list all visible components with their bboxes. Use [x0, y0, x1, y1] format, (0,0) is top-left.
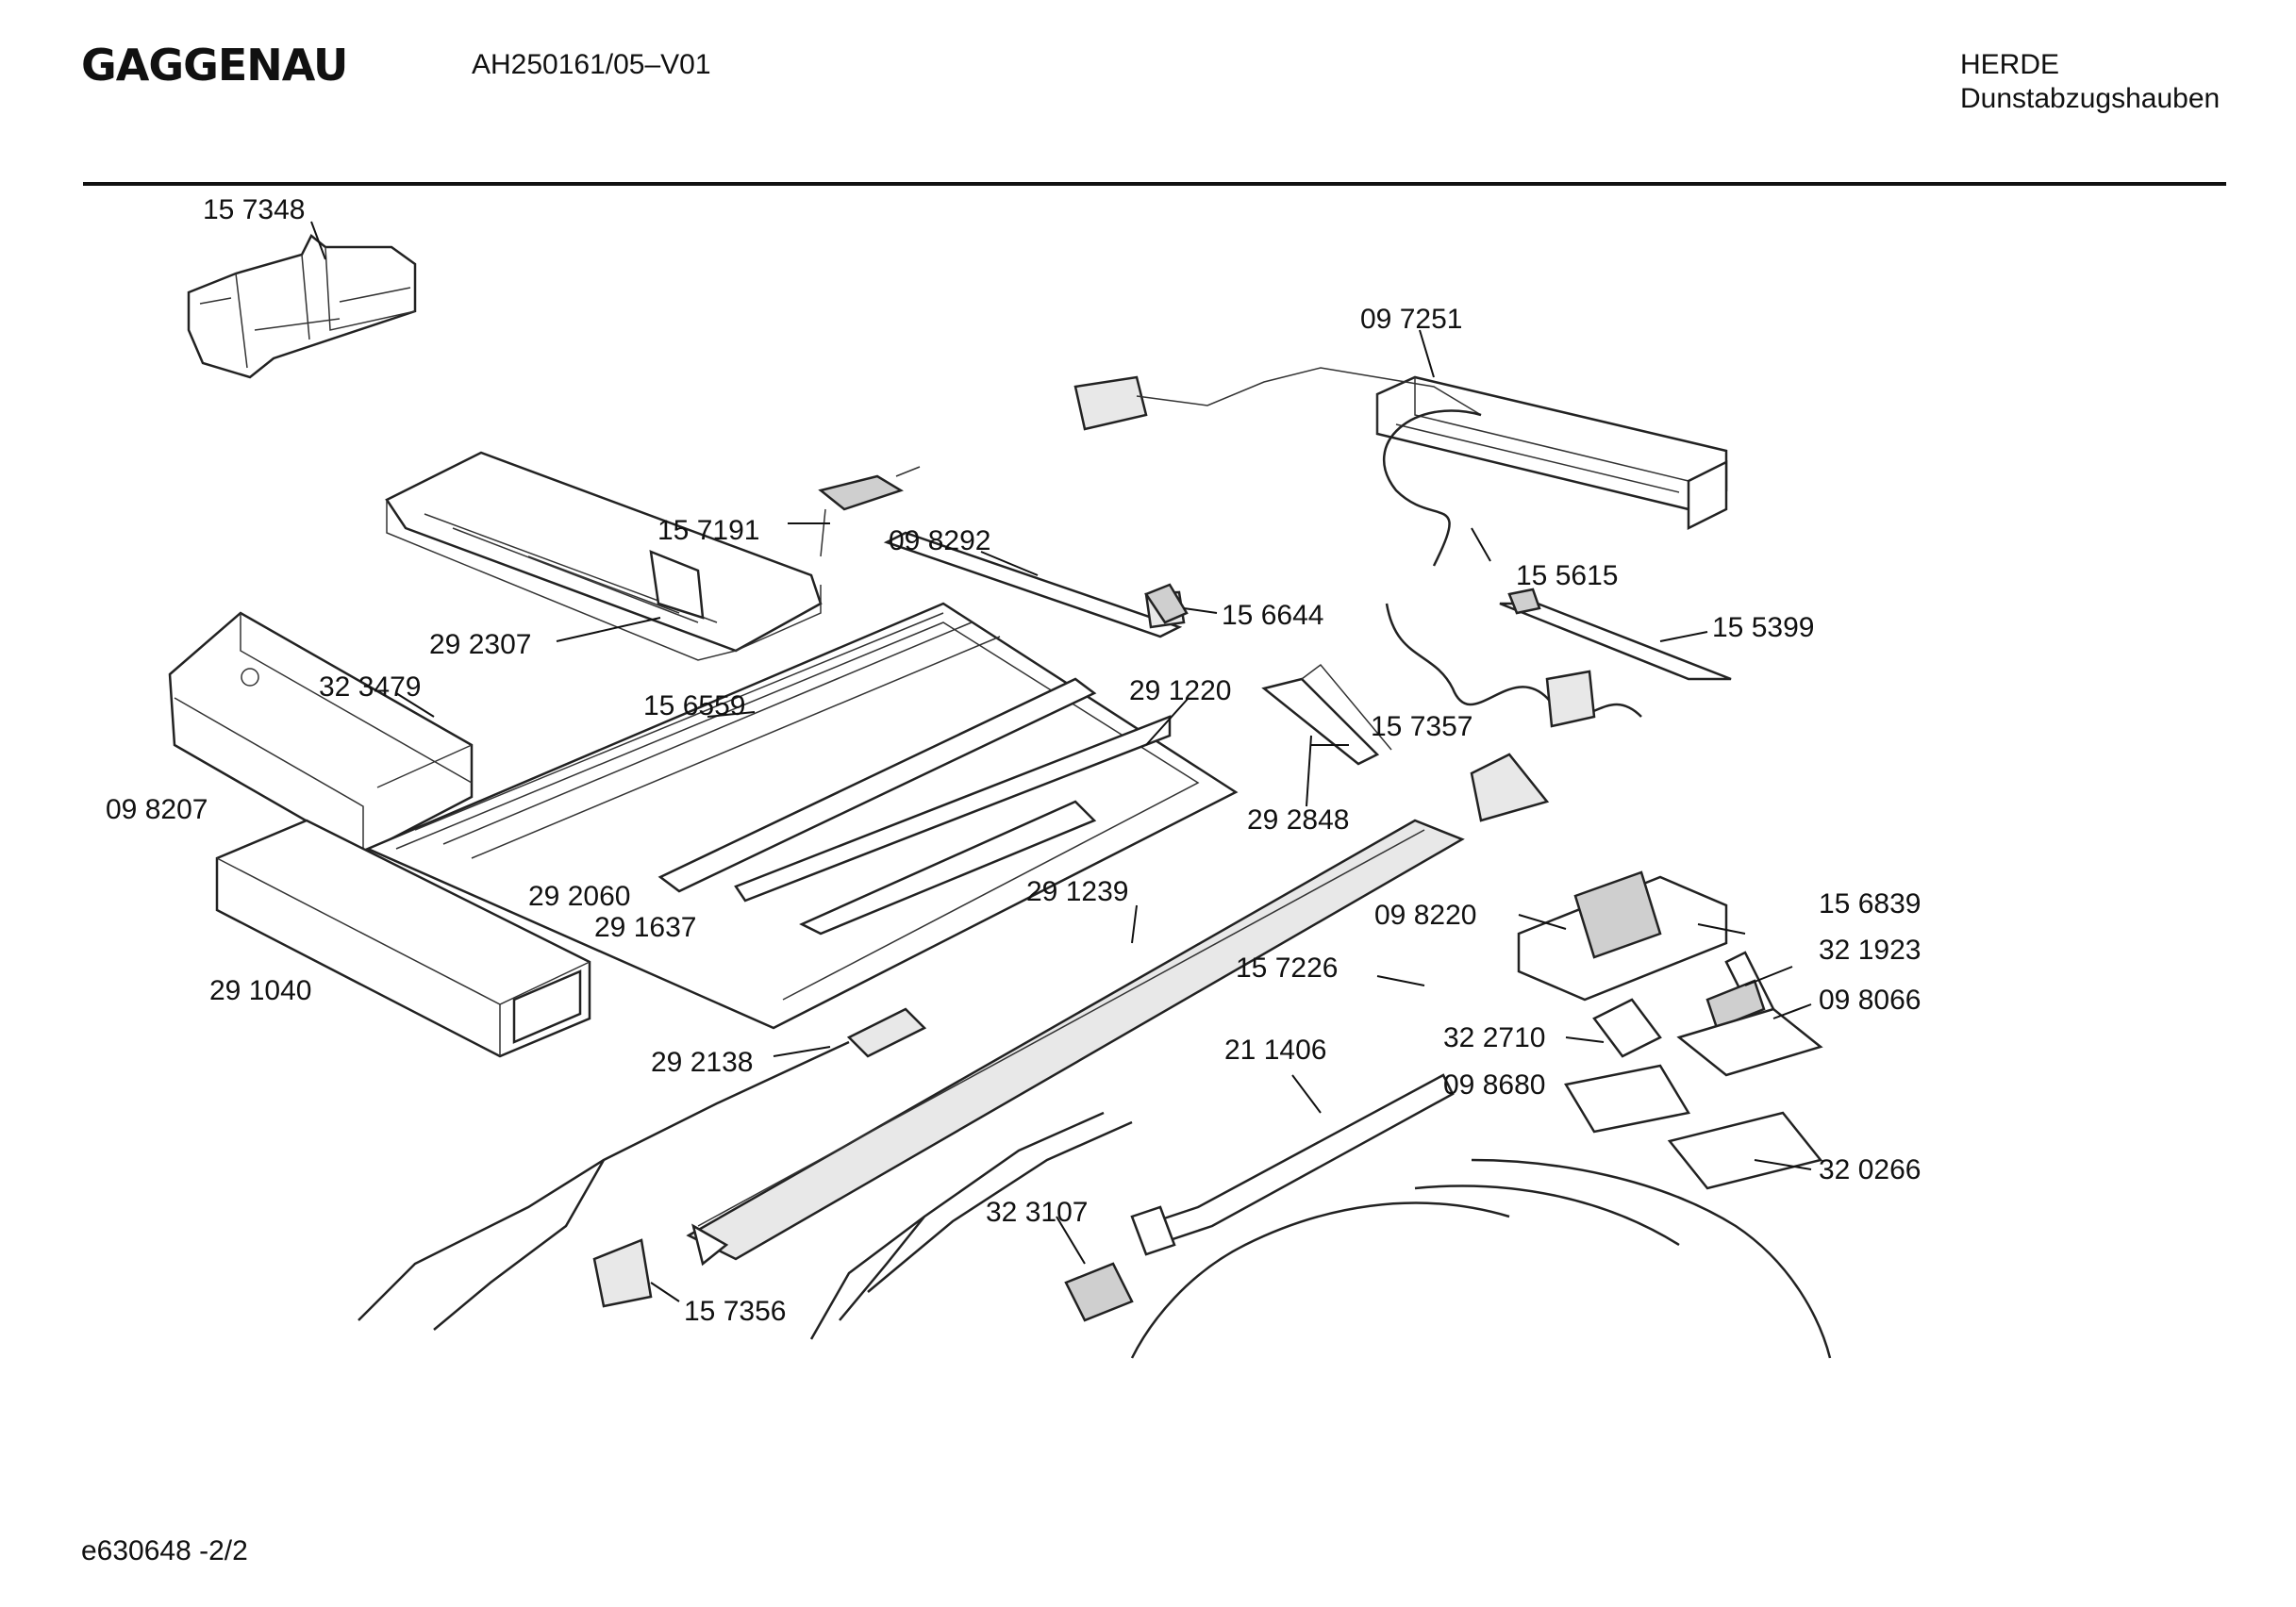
- part-label: 32 0266: [1819, 1154, 1921, 1185]
- part-label: 29 2307: [429, 629, 531, 660]
- product-category: HERDE: [1960, 49, 2060, 80]
- part-label: 09 7251: [1360, 304, 1462, 335]
- brand-logo: GAGGENAU: [81, 40, 348, 91]
- part-connector-drawing: [818, 367, 1642, 728]
- part-label: 29 1220: [1129, 675, 1231, 706]
- part-channel-drawing: [1375, 375, 1728, 531]
- part-label: 15 6559: [643, 690, 745, 721]
- part-ribbon-drawing: [686, 819, 1465, 1267]
- part-top-housing-drawing: [385, 451, 823, 661]
- part-label: 15 6839: [1819, 888, 1921, 919]
- part-label: 15 7226: [1236, 953, 1338, 984]
- part-label: 15 7357: [1371, 711, 1472, 742]
- product-subcategory: Dunstabzugshauben: [1960, 83, 2221, 114]
- part-labels: 15 7348 09 7251 15 7191 09 8292 15 5615 …: [106, 194, 1921, 1327]
- part-label: 32 2710: [1443, 1022, 1545, 1053]
- part-label: 09 8066: [1819, 985, 1921, 1016]
- part-ballast-drawing: [1517, 870, 1823, 1190]
- part-base-duct-drawing: [215, 819, 591, 1058]
- header-divider: [83, 182, 2226, 186]
- part-small-bracket-drawing: [1261, 663, 1550, 822]
- part-label: 32 3107: [986, 1197, 1088, 1228]
- part-label: 15 5615: [1516, 560, 1618, 591]
- part-label: 09 8680: [1443, 1069, 1545, 1101]
- leader-lines: [310, 221, 1812, 1302]
- part-triangle-bracket-drawing: [592, 1238, 653, 1308]
- part-label: 15 5399: [1712, 612, 1814, 643]
- part-bracket-drawing: [187, 234, 417, 379]
- part-clip-drawing: [1144, 583, 1732, 681]
- part-label: 29 1637: [594, 912, 696, 943]
- part-label: 29 1040: [209, 975, 311, 1006]
- part-duct-drawing: [168, 611, 474, 855]
- document-id: e630648 -2/2: [81, 1535, 248, 1566]
- part-label: 32 3479: [319, 671, 421, 703]
- part-label: 29 1239: [1026, 876, 1128, 907]
- part-label: 09 8220: [1374, 900, 1476, 931]
- model-number: AH250161/05–V01: [472, 49, 711, 80]
- part-label: 15 7348: [203, 194, 305, 225]
- part-label: 15 7191: [657, 515, 759, 546]
- part-label: 29 2848: [1247, 804, 1349, 836]
- part-label: 15 6644: [1222, 600, 1323, 631]
- part-label: 29 2138: [651, 1047, 753, 1078]
- part-label: 21 1406: [1224, 1035, 1326, 1066]
- part-lamp-drawing: [1064, 1073, 1455, 1322]
- part-label: 09 8292: [889, 525, 990, 556]
- part-main-panel-drawing: [364, 602, 1239, 1030]
- part-label: 32 1923: [1819, 935, 1921, 966]
- part-label: 29 2060: [528, 881, 630, 912]
- part-label: 15 7356: [684, 1296, 786, 1327]
- part-cable-loom-drawing: [358, 1007, 1832, 1359]
- part-label: 09 8207: [106, 794, 208, 825]
